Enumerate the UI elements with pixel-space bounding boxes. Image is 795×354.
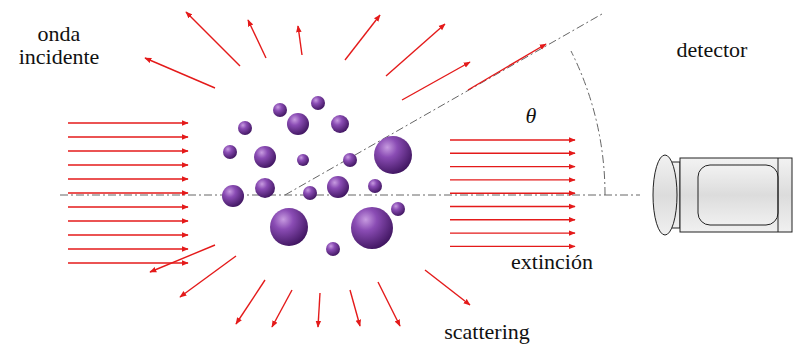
wave-arrow [450,166,575,167]
wave-label: onda incidente [4,22,114,68]
wave-arrow [68,248,188,249]
wave-arrow [68,122,188,123]
wave-arrow [450,192,575,193]
wave-arrow [378,282,400,326]
particle [331,115,349,133]
wave-arrow [318,293,320,327]
wave-arrow [450,153,575,154]
wave-arrow [186,12,240,66]
wave-arrow [468,44,546,90]
particle [255,178,275,198]
wave-arrow [450,246,575,247]
wave-arrow [68,234,188,235]
wave-arrow [350,290,360,326]
wave-arrow [68,192,188,193]
wave-arrow [450,179,575,180]
wave-arrow [180,256,236,297]
scattering-label: scattering [422,320,552,343]
wave-arrow [145,58,215,88]
detector-symbol [653,155,792,235]
particle [223,145,237,159]
wave-arrow [68,220,188,221]
wave-arrow [68,150,188,151]
particle [326,242,340,256]
wave-arrow [272,290,292,327]
detector-label: detector [647,38,777,61]
wave-arrow [450,139,575,140]
particle [270,208,308,246]
wave-arrow [298,26,302,55]
wave-arrow [68,178,188,179]
particle [327,176,349,198]
particle [254,146,276,168]
wave-arrow [68,136,188,137]
particle [297,154,309,166]
wave-arrow [450,232,575,233]
wave-arrow [450,206,575,207]
particle [343,153,357,167]
wave-arrow [345,15,380,60]
wave-arrows [68,12,575,327]
particle [287,113,309,135]
wave-arrow [236,280,265,324]
reference-lines [60,14,640,195]
particles [222,96,412,256]
wave-arrow [68,206,188,207]
angle-symbol: θ [516,104,546,127]
wave-arrow [386,24,445,76]
particle [351,207,393,249]
wave-arrow [68,164,188,165]
particle [238,121,252,135]
wave-arrow [248,20,266,58]
particle [368,179,382,193]
wave-arrow [425,270,470,305]
extinction-label: extinción [482,250,622,273]
wave-arrow [402,62,470,100]
particle [311,96,325,110]
particle [391,202,405,216]
wave-arrow [150,245,215,272]
particle [374,136,412,174]
particle [222,185,244,207]
particle [303,186,317,200]
particle [273,103,287,117]
wave-arrow [450,219,575,220]
